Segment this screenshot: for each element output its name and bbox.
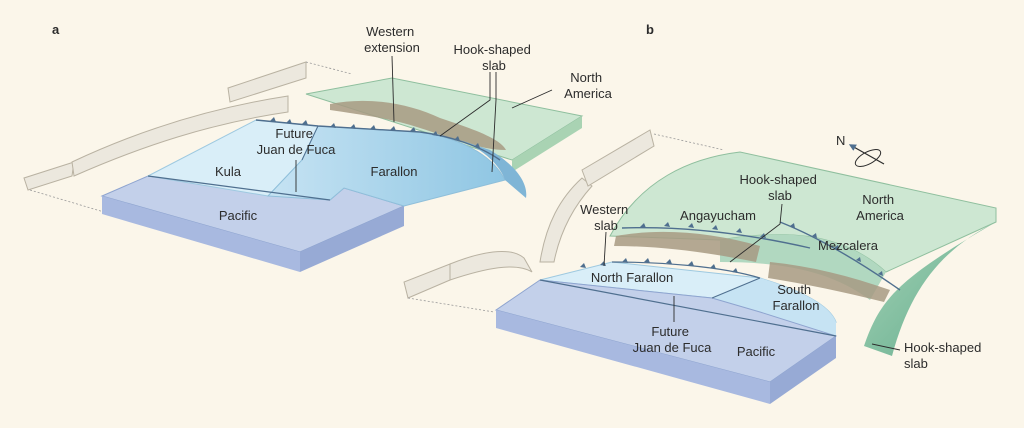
- panel-a-letter: a: [52, 22, 60, 37]
- panel-a-farallon-label: Farallon: [371, 164, 418, 179]
- panel-b-arc-ribbon: [403, 129, 725, 313]
- panel-b-western-slab-label: Western slab: [580, 202, 632, 233]
- panel-b-mezcalera-label: Mezcalera: [818, 238, 879, 253]
- panel-a-kula-label: Kula: [215, 164, 242, 179]
- panel-b: b: [403, 22, 997, 404]
- panel-b-hook-slab-top-label: Hook-shaped slab: [740, 172, 821, 203]
- panel-a: a: [23, 22, 613, 272]
- panel-b-hook-slab-bottom-label: Hook-shaped slab: [904, 340, 985, 371]
- panel-a-pacific-plate: [100, 175, 406, 272]
- panel-a-hook-slab-label: Hook-shaped slab: [454, 42, 535, 73]
- panel-a-western-extension-label: Western extension: [364, 24, 420, 55]
- panel-b-north-arrow: N: [836, 133, 885, 167]
- panel-a-oceanic-plates: [146, 117, 527, 207]
- panel-b-north-farallon-label: North Farallon: [591, 270, 673, 285]
- panel-b-oceanic-plates: [494, 258, 838, 404]
- panel-b-pacific-label: Pacific: [737, 344, 776, 359]
- panel-b-leaders: [603, 203, 901, 351]
- panel-b-letter: b: [646, 22, 654, 37]
- panel-a-north-america-label: North America: [564, 70, 612, 101]
- panel-a-leaders: [295, 55, 553, 192]
- panel-b-south-farallon-label: South Farallon: [773, 282, 820, 313]
- panel-b-angayucham-label: Angayucham: [680, 208, 756, 223]
- panel-a-future-jdf-label: Future Juan de Fuca: [257, 126, 337, 157]
- panel-a-arc-ribbon: [23, 61, 353, 213]
- panel-a-pacific-label: Pacific: [219, 208, 258, 223]
- panel-b-future-jdf-label: Future Juan de Fuca: [633, 324, 713, 355]
- north-arrow-label: N: [836, 133, 845, 148]
- panel-b-north-america-plate: [609, 151, 997, 356]
- panel-b-north-america-label: North America: [856, 192, 904, 223]
- panel-a-north-america-plate: [305, 77, 584, 172]
